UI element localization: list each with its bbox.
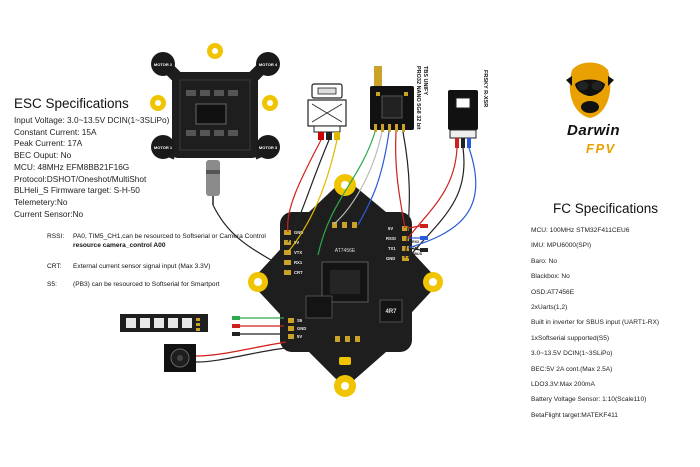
rssi-text-2: resource camera_control A00	[73, 242, 166, 249]
crt-note: CRT: External current sensor signal input…	[47, 263, 210, 270]
fc-spec-item: IMU: MPU6000(SPI)	[531, 242, 592, 250]
svg-text:TX2: TX2	[412, 246, 419, 250]
fc-spec-item: Battery Voltage Sensor: 1:10(Scale110)	[531, 396, 647, 404]
svg-text:RX1: RX1	[294, 260, 303, 265]
fc-spec-item: 2xUarts(1,2)	[531, 304, 568, 312]
motor-label: MOTOR 2	[154, 62, 173, 67]
svg-text:RSSI: RSSI	[386, 236, 396, 241]
s5-text: (PB3) can be resourced to Softserial for…	[73, 281, 220, 288]
frsky-rxsr-module	[448, 90, 478, 148]
led-strip	[120, 314, 208, 332]
svg-text:5V: 5V	[294, 240, 299, 245]
esc-spec-item: Input Voltage: 3.0~13.5V DCIN(1~3SLiPo)	[14, 115, 170, 125]
svg-text:GND: GND	[297, 326, 306, 331]
fc-pad-labels: GND 5V VTX RX1 CRT 5V RSSI TX1 GND S5 GN…	[294, 226, 423, 339]
svg-text:VTX: VTX	[294, 250, 302, 255]
fc-spec-item: 3.0~13.5V DCIN(1~3SLiPo)	[531, 350, 613, 358]
tbs-label-2: PRO32 NANO 5G8 32 bit	[415, 66, 421, 130]
esc-spec-item: BEC Ouput: No	[14, 150, 72, 161]
svg-text:GND: GND	[386, 256, 395, 261]
frsky-label: FRSKY R-XSR	[482, 70, 488, 108]
fc-spec-item: LDO3.3V:Max 200mA	[531, 381, 595, 389]
motor-label: MOTOR 1	[154, 145, 173, 150]
s5-note: S5: (PB3) can be resourced to Softserial …	[47, 281, 220, 288]
fc-spec-item: Blackbox: No	[531, 273, 570, 281]
esc-spec-item: Peak Current: 17A	[14, 138, 83, 149]
brand-sub: FPV	[586, 141, 616, 156]
fc-spec-title: FC Specifications	[553, 201, 659, 216]
svg-text:+: +	[369, 366, 374, 376]
svg-text:GND: GND	[294, 230, 303, 235]
svg-text:S5: S5	[297, 318, 303, 323]
esc-spec-item: Telemetery:No	[14, 196, 68, 207]
esc-spec-item: MCU: 48MHz EFM8BB21F16G	[14, 161, 130, 172]
rssi-key: RSSI:	[47, 233, 65, 240]
esc-spec-title: ESC Specifications	[14, 96, 129, 111]
fc-spec-item: BetaFlight target:MATEKF411	[531, 411, 618, 419]
rssi-note: RSSI: PA0, TIM5_CH1,can be resourced to S…	[47, 233, 266, 240]
crt-key: CRT:	[47, 263, 62, 270]
buzzer	[164, 344, 196, 372]
svg-text:CRT: CRT	[294, 270, 303, 275]
fc-spec-item: Built in inverter for SBUS input (UART1-…	[531, 319, 660, 327]
svg-text:SBUS: SBUS	[412, 252, 423, 256]
inductor-label: 4R7	[385, 309, 397, 315]
motor-pad-3	[256, 135, 280, 159]
svg-text:TX1: TX1	[388, 246, 396, 251]
tbs-label-1: TBS UNIFY	[422, 66, 428, 96]
motor-pads: MOTOR 2 MOTOR 4 MOTOR 1 MOTOR 3	[151, 52, 280, 159]
svg-text:5V: 5V	[297, 334, 302, 339]
brand-name: Darwin	[567, 122, 621, 139]
fc-spec-item: MCU: 100MHz STM32F411CEU6	[531, 227, 630, 234]
esc-spec-item: Protocol:DSHOT/Oneshot/MultiShot	[14, 173, 147, 184]
fc-board: AT7456E 4R7 +	[248, 174, 443, 397]
motor-label: MOTOR 3	[259, 145, 278, 150]
vtx-module	[307, 83, 347, 140]
motor-pad-1	[151, 135, 175, 159]
fc-spec-item: OSD:AT7456E	[531, 288, 575, 296]
fc-spec-item: 1xSoftserial supported(S5)	[531, 334, 610, 342]
svg-text:RX2: RX2	[412, 240, 419, 244]
motor-label: MOTOR 4	[259, 62, 278, 67]
darwinfpv-logo	[566, 62, 614, 118]
svg-text:5V: 5V	[388, 226, 393, 231]
esc-spec-item: BLHeli_S Firmware target: S-H-50	[14, 185, 140, 196]
esc-spec-item: Constant Current: 15A	[14, 126, 97, 137]
crt-text: External current sensor signal input (Ma…	[73, 263, 211, 270]
fc-spec-item: Baro: No	[531, 257, 558, 265]
motor-pad-2	[151, 52, 175, 76]
wires	[195, 131, 477, 363]
chip-label: AT7456E	[335, 248, 356, 254]
fc-spec-list: MCU: 100MHz STM32F411CEU6 IMU: MPU6000(S…	[531, 223, 659, 423]
esc-spec-item: Current Sensor:No	[14, 208, 84, 219]
s5-key: S5:	[47, 281, 57, 288]
esc-spec-list: Input Voltage: 3.0~13.5V DCIN(1~3SLiPo) …	[14, 115, 169, 220]
rssi-text: PA0, TIM5_CH1,can be resourced to Softse…	[73, 233, 266, 240]
tbs-unify-module	[370, 66, 414, 132]
motor-pad-4	[256, 52, 280, 76]
fc-spec-item: BEC:5V 2A cont.(Max 2.5A)	[531, 365, 613, 373]
wire-tips	[232, 224, 428, 336]
rssi-note-line2: resource camera_control A00	[73, 242, 165, 249]
